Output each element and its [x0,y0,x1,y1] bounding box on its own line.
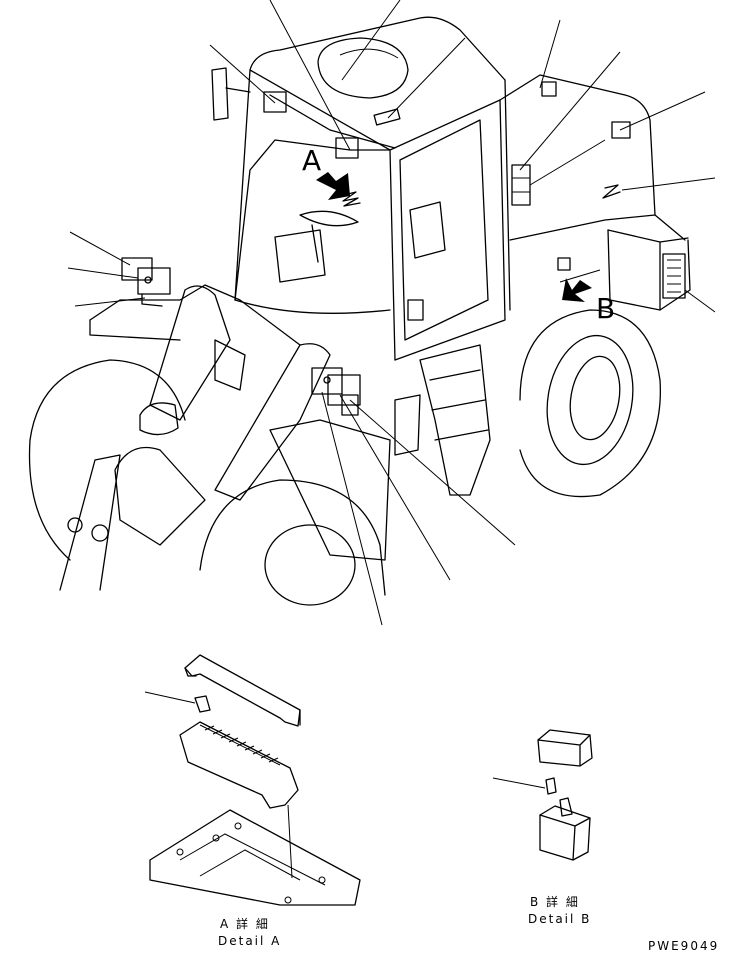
arrow-icon [562,278,592,302]
view-label-a: A [302,144,321,177]
detail-a-illustration [149,654,361,906]
chassis-boom [59,284,491,591]
detail-b-title-en: Detail B [528,912,591,926]
arrow-icon [316,172,350,200]
drawing-code: PWE9049 [648,939,719,953]
view-label-b: B [596,292,615,325]
components [121,91,361,416]
detail-b-title-jp: B 詳 細 [530,894,580,909]
cab [211,16,511,361]
detail-a-title-jp: A 詳 細 [220,916,270,931]
rear-body [499,74,691,311]
view-arrows [316,172,592,302]
wheels [28,309,662,606]
detail-b-illustration [537,729,593,861]
leader-lines [67,0,716,879]
detail-a-title-en: Detail A [218,934,281,948]
